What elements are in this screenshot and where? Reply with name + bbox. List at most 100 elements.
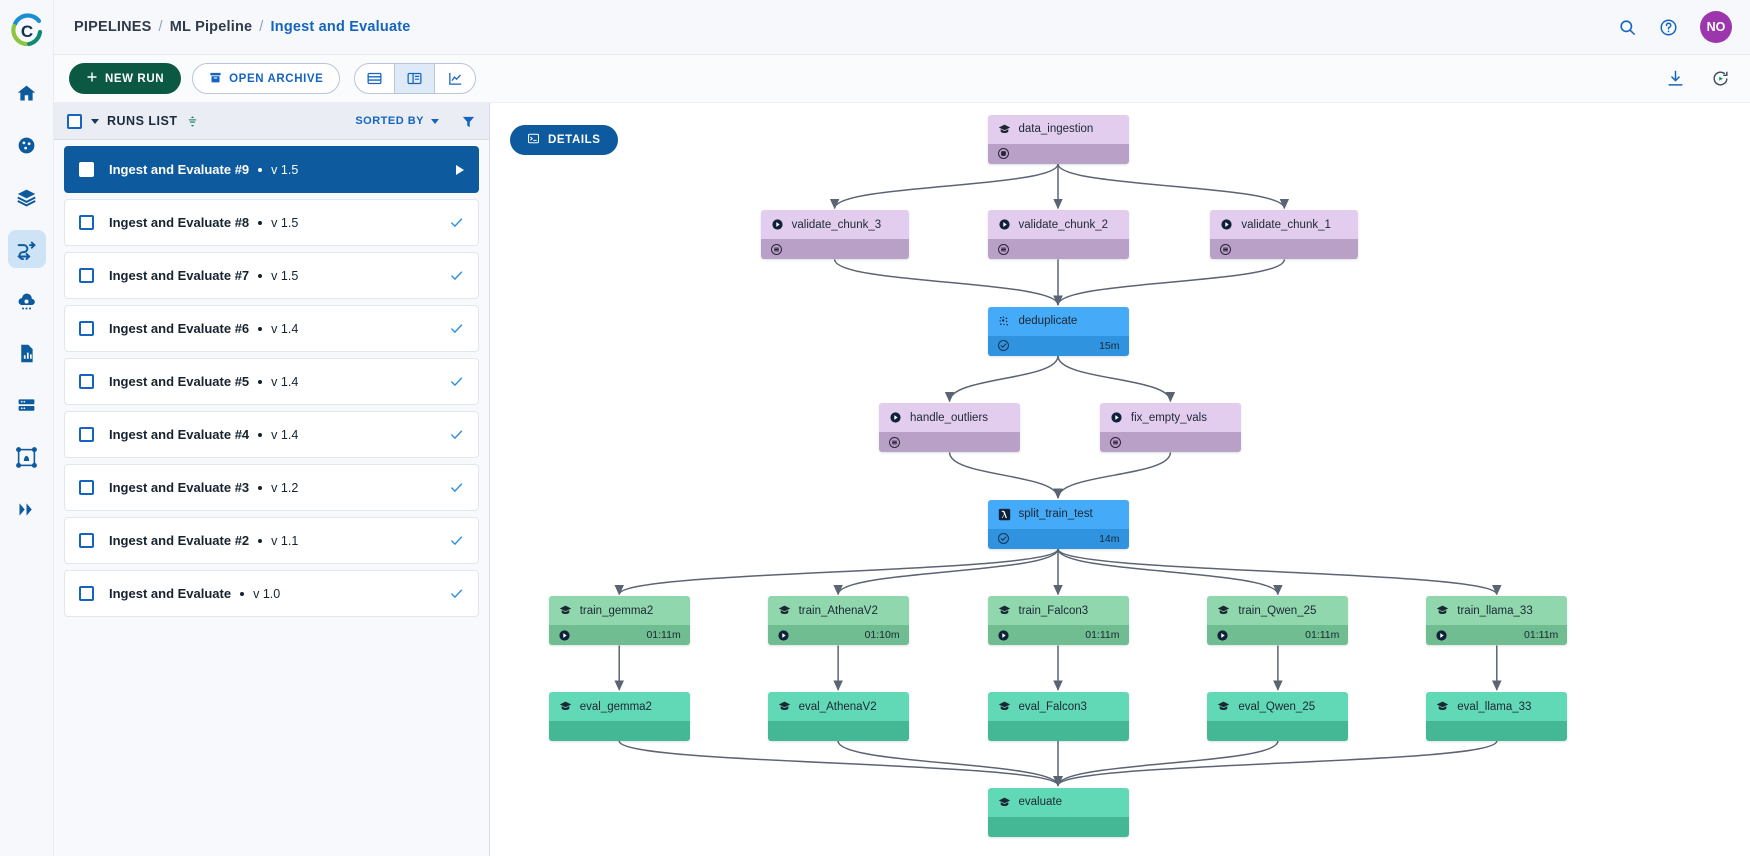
run-version: v 1.5 bbox=[271, 268, 299, 283]
play-circle-icon bbox=[771, 218, 784, 231]
rail-item-pipelines[interactable] bbox=[7, 230, 46, 268]
node-label: eval_llama_33 bbox=[1457, 700, 1532, 713]
graduation-cap-icon bbox=[1217, 604, 1230, 617]
rail-item-servers[interactable] bbox=[8, 386, 46, 424]
metrics-view-icon[interactable] bbox=[435, 64, 475, 93]
pipeline-node[interactable]: eval_Falcon3 bbox=[987, 692, 1129, 742]
breadcrumb-item-current[interactable]: Ingest and Evaluate bbox=[270, 19, 411, 35]
app-logo[interactable]: C bbox=[5, 8, 49, 52]
avatar[interactable]: NO bbox=[1700, 11, 1732, 43]
new-run-button[interactable]: NEW RUN bbox=[69, 63, 182, 94]
run-checkbox[interactable] bbox=[79, 215, 94, 230]
download-icon[interactable] bbox=[1666, 69, 1685, 88]
run-version: v 1.1 bbox=[271, 533, 299, 548]
run-dot bbox=[258, 273, 263, 278]
rail-item-home[interactable] bbox=[8, 74, 46, 112]
run-done-icon bbox=[451, 536, 463, 546]
replay-icon[interactable] bbox=[1711, 69, 1730, 88]
node-body: eval_gemma2 bbox=[548, 692, 690, 722]
node-body: deduplicate bbox=[987, 306, 1129, 336]
node-footer bbox=[1099, 432, 1241, 453]
graduation-cap-icon bbox=[998, 604, 1011, 617]
search-icon[interactable] bbox=[1618, 18, 1637, 37]
pipeline-node[interactable]: data_ingestion bbox=[987, 114, 1129, 164]
select-all-checkbox[interactable] bbox=[67, 113, 82, 129]
pipeline-node[interactable]: validate_chunk_2 bbox=[987, 210, 1129, 260]
rail-item-layers[interactable] bbox=[8, 178, 46, 216]
rail-item-reports[interactable] bbox=[8, 334, 46, 372]
run-checkbox[interactable] bbox=[79, 162, 94, 177]
app-header: PIPELINES / ML Pipeline / Ingest and Eva… bbox=[54, 0, 1750, 55]
chevron-down-icon[interactable] bbox=[91, 118, 99, 124]
node-footer: 01:11m bbox=[1426, 625, 1568, 646]
runs-list-header: RUNS LIST SORTED BY bbox=[54, 103, 489, 140]
list-view-icon[interactable] bbox=[355, 64, 396, 93]
run-checkbox[interactable] bbox=[79, 480, 94, 495]
run-checkbox[interactable] bbox=[79, 321, 94, 336]
pipeline-node[interactable]: eval_AthenaV2 bbox=[767, 692, 909, 742]
split-view-icon[interactable] bbox=[395, 64, 436, 93]
pipeline-node[interactable]: fix_empty_vals bbox=[1099, 403, 1241, 453]
pipeline-edge bbox=[1057, 355, 1176, 403]
node-body: split_train_test bbox=[987, 499, 1129, 529]
run-checkbox[interactable] bbox=[79, 374, 94, 389]
graduation-cap-icon bbox=[998, 796, 1011, 809]
play-circle-icon bbox=[1216, 629, 1229, 642]
pipeline-node[interactable]: validate_chunk_1 bbox=[1210, 210, 1359, 260]
sort-icon[interactable] bbox=[186, 115, 199, 128]
breadcrumb-item-pipelines[interactable]: PIPELINES bbox=[74, 19, 152, 35]
node-label: train_gemma2 bbox=[579, 604, 654, 617]
run-status bbox=[449, 215, 464, 230]
pipeline-canvas[interactable]: DETAILS data_ingestion validate_chunk_3 va… bbox=[490, 103, 1750, 856]
left-rail: C bbox=[0, 0, 54, 856]
run-name: Ingest and Evaluate #4 bbox=[109, 427, 250, 442]
open-archive-button[interactable]: OPEN ARCHIVE bbox=[192, 63, 341, 94]
pipeline-edge bbox=[837, 740, 1063, 787]
pipeline-edge bbox=[1057, 548, 1283, 596]
pipeline-node[interactable]: eval_Qwen_25 bbox=[1207, 692, 1349, 742]
pipeline-node[interactable]: validate_chunk_3 bbox=[760, 210, 909, 260]
runs-panel: RUNS LIST SORTED BY Ingest and Evaluate … bbox=[54, 103, 490, 856]
run-checkbox[interactable] bbox=[79, 533, 94, 548]
breadcrumb-item-ml-pipeline[interactable]: ML Pipeline bbox=[169, 19, 253, 35]
pipeline-node[interactable]: eval_gemma2 bbox=[548, 692, 690, 742]
graduation-cap-icon bbox=[998, 123, 1011, 136]
rail-item-brain[interactable] bbox=[8, 126, 46, 164]
node-label: validate_chunk_2 bbox=[1018, 218, 1109, 231]
run-version: v 1.2 bbox=[271, 480, 299, 495]
run-checkbox[interactable] bbox=[79, 427, 94, 442]
rail-item-expand[interactable] bbox=[8, 490, 46, 528]
run-checkbox[interactable] bbox=[79, 268, 94, 283]
node-label: eval_Falcon3 bbox=[1018, 700, 1087, 713]
rail-item-cloud-settings[interactable] bbox=[8, 282, 46, 320]
help-circle-icon[interactable] bbox=[1659, 18, 1678, 37]
rail-item-models[interactable] bbox=[8, 438, 46, 476]
pipeline-edge bbox=[1053, 452, 1172, 499]
filter-icon[interactable] bbox=[461, 114, 476, 129]
view-toggle-group bbox=[354, 63, 477, 94]
run-checkbox[interactable] bbox=[79, 586, 94, 601]
node-label: validate_chunk_3 bbox=[791, 218, 882, 231]
details-button[interactable]: DETAILS bbox=[510, 125, 618, 155]
pipeline-node[interactable]: eval_llama_33 bbox=[1426, 692, 1568, 742]
pipeline-node[interactable]: evaluate bbox=[987, 787, 1129, 837]
pipeline-node[interactable]: handle_outliers bbox=[879, 403, 1021, 453]
sorted-by-dropdown[interactable]: SORTED BY bbox=[355, 115, 439, 127]
node-body: validate_chunk_2 bbox=[987, 210, 1129, 240]
